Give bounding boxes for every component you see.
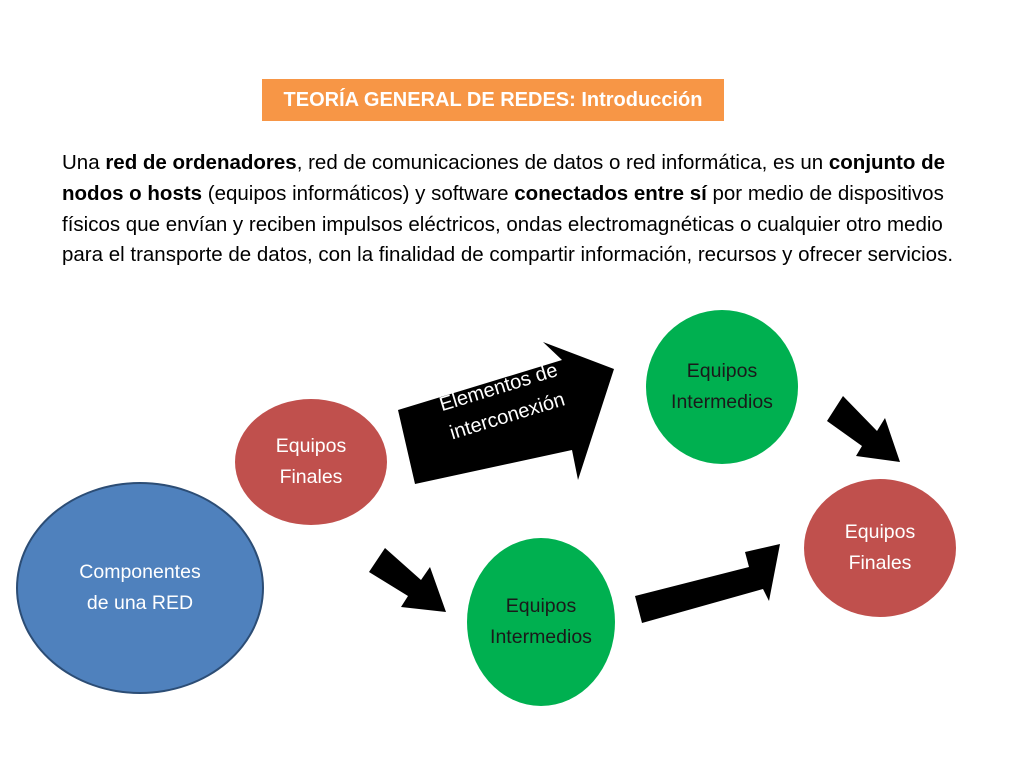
components-label-line1: Componentes xyxy=(79,561,201,583)
intermediate-bottom-line2: Intermedios xyxy=(490,626,592,648)
interconnection-arrow xyxy=(398,342,614,484)
intermediate-devices-circle-top: Equipos Intermedios xyxy=(646,310,798,464)
intro-bold-1: red de ordenadores xyxy=(105,151,297,174)
intermediate-bottom-line1: Equipos xyxy=(505,595,577,617)
intro-text-3: (equipos informáticos) y software xyxy=(202,181,515,205)
intermediate-devices-circle-bottom: Equipos Intermedios xyxy=(467,538,615,706)
arrow-finales-to-intermedios-bottom xyxy=(369,548,446,612)
intermediate-top-line2: Intermedios xyxy=(671,391,773,413)
intro-text-4: por medio de dispositivos físicos que en… xyxy=(62,181,954,267)
arrow-intermedios-top-to-finales-right xyxy=(827,396,900,462)
intro-paragraph: Una red de ordenadores, red de comunicac… xyxy=(62,148,962,271)
intro-text-2: , red de comunicaciones de datos o red i… xyxy=(296,151,829,174)
end-devices-circle-right: Equipos Finales xyxy=(804,479,956,617)
intermediate-top-line1: Equipos xyxy=(686,360,758,382)
title-box: TEORÍA GENERAL DE REDES: Introducción xyxy=(262,79,724,121)
end-devices-left-line2: Finales xyxy=(279,466,343,488)
page-title: TEORÍA GENERAL DE REDES: Introducción xyxy=(283,88,703,111)
end-devices-right-line2: Finales xyxy=(848,552,912,574)
intro-text-1: Una xyxy=(62,151,106,174)
arrow-intermedios-to-finales-right xyxy=(635,544,780,623)
end-devices-circle-left: Equipos Finales xyxy=(235,399,387,525)
end-devices-left-line1: Equipos xyxy=(275,435,347,457)
intro-bold-3: conectados entre sí xyxy=(514,181,707,205)
end-devices-right-line1: Equipos xyxy=(844,521,916,543)
components-label-line2: de una RED xyxy=(86,592,194,614)
intro-bold-2: conjunto de nodos o hosts xyxy=(62,151,946,205)
components-circle: Componentes de una RED xyxy=(16,482,264,694)
